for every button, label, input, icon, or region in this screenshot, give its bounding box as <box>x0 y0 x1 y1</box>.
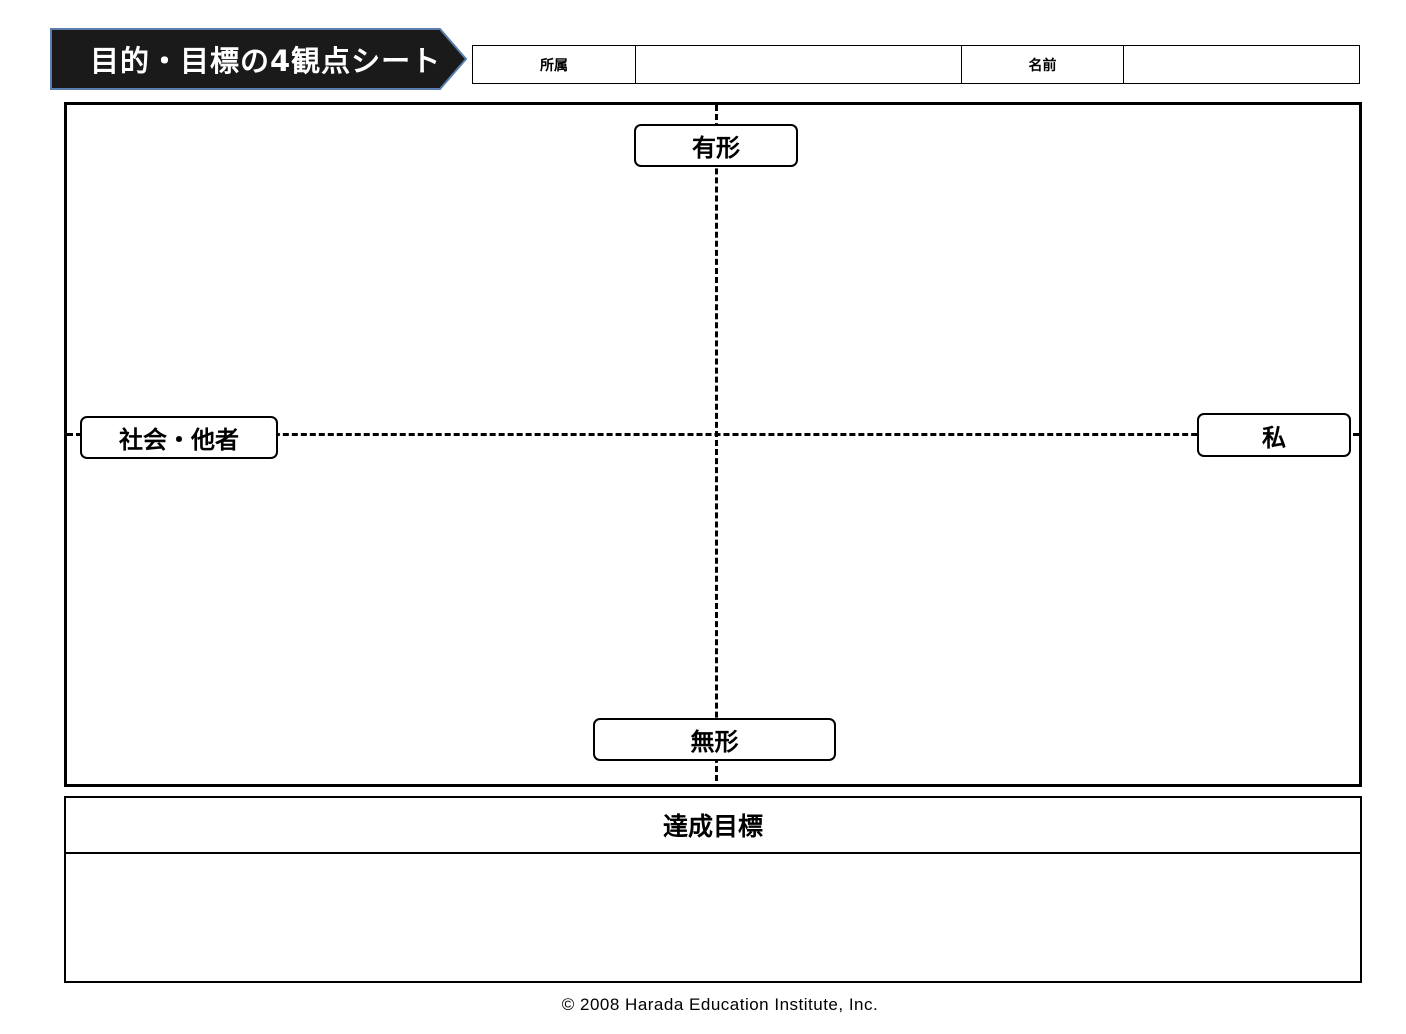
affiliation-field[interactable] <box>636 46 962 83</box>
header-table: 所属 名前 <box>472 45 1360 84</box>
goal-field[interactable] <box>66 854 1360 982</box>
axis-label-intangible: 無形 <box>593 718 836 761</box>
name-label: 名前 <box>962 46 1124 83</box>
axis-label-self: 私 <box>1197 413 1351 457</box>
axis-label-society-others: 社会・他者 <box>80 416 278 459</box>
horizontal-axis <box>67 433 1359 436</box>
title-banner <box>50 28 468 90</box>
goal-section: 達成目標 <box>64 796 1362 983</box>
quadrant-area[interactable] <box>64 102 1362 787</box>
copyright-footer: © 2008 Harada Education Institute, Inc. <box>561 995 879 1014</box>
axis-label-tangible: 有形 <box>634 124 798 167</box>
goal-heading: 達成目標 <box>66 798 1360 854</box>
vertical-axis <box>715 105 718 781</box>
page-title: 目的・目標の4観点シート <box>90 44 442 78</box>
affiliation-label: 所属 <box>473 46 636 83</box>
name-field[interactable] <box>1124 46 1359 83</box>
